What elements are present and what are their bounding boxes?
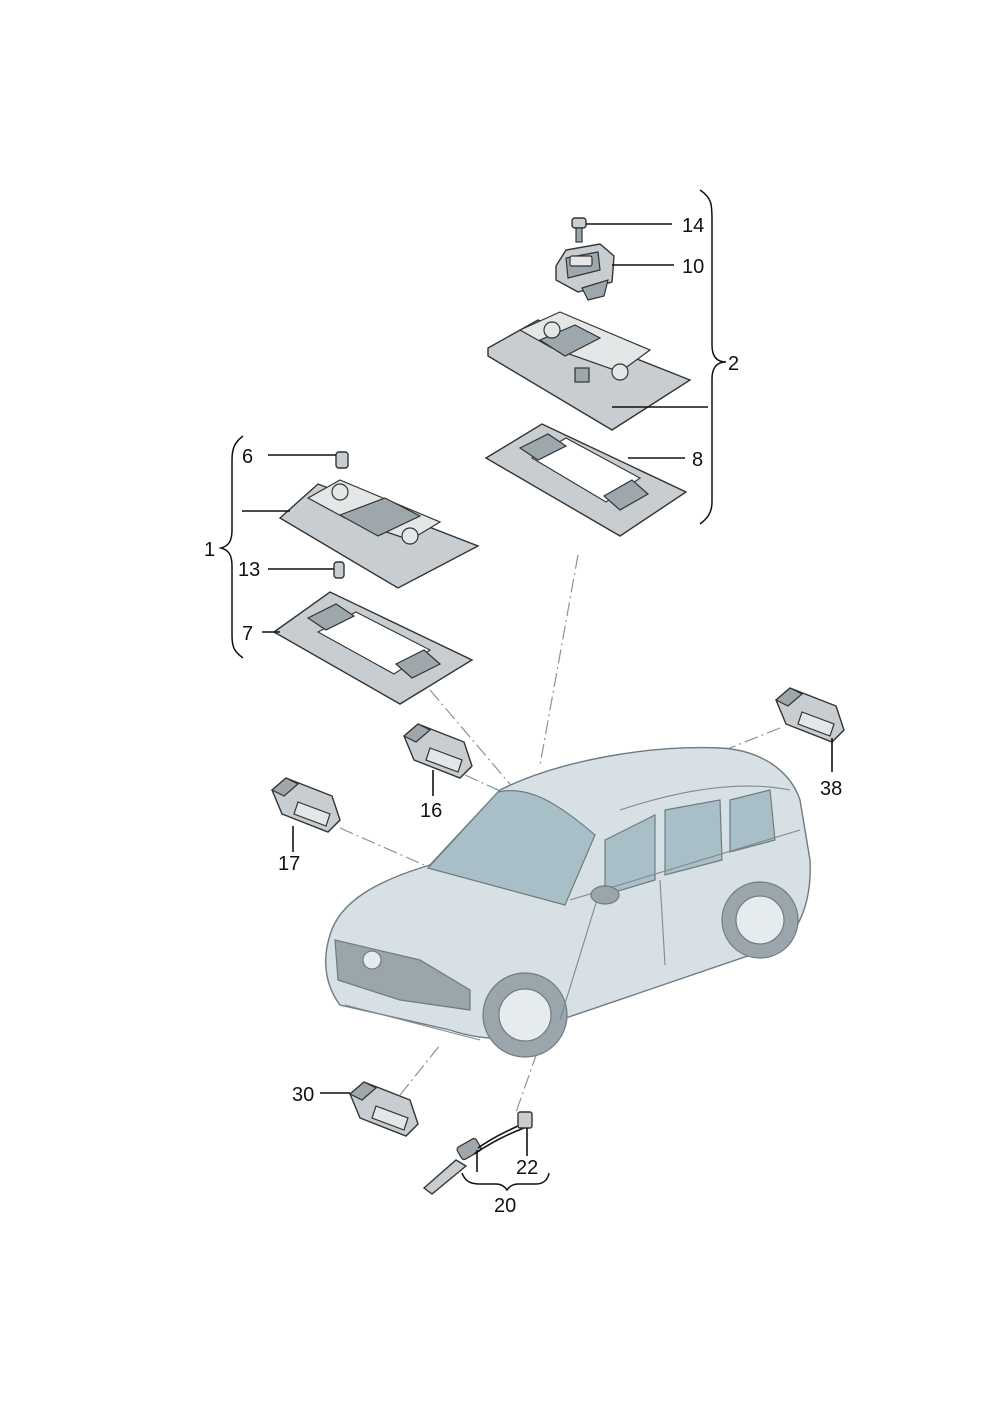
callout-16: 16 xyxy=(420,800,442,822)
part-17-lamp xyxy=(270,777,341,833)
leader-lines xyxy=(242,223,833,1172)
callout-2: 2 xyxy=(728,353,739,375)
part-20-wiring xyxy=(422,1111,533,1195)
part-30-lamp xyxy=(348,1081,419,1137)
callout-1: 1 xyxy=(204,539,215,561)
part-6-clip xyxy=(335,451,349,469)
callout-7: 7 xyxy=(242,623,253,645)
brace-2 xyxy=(699,189,727,525)
callout-6: 6 xyxy=(242,446,253,468)
part-1-housing xyxy=(278,479,480,589)
callout-38: 38 xyxy=(820,778,842,800)
callout-30: 30 xyxy=(292,1084,314,1106)
callout-labels: 14 10 2 8 6 1 13 7 16 38 17 30 22 20 xyxy=(204,215,842,1217)
callout-8: 8 xyxy=(692,449,703,471)
part-38-lamp xyxy=(774,687,845,743)
part-8-frame xyxy=(484,423,688,537)
callout-10: 10 xyxy=(682,256,704,278)
vehicle-illustration xyxy=(325,746,811,1058)
callout-14: 14 xyxy=(682,215,704,237)
part-14-screw xyxy=(571,217,587,243)
brace-1 xyxy=(218,435,244,659)
callout-22: 22 xyxy=(516,1157,538,1179)
callout-13: 13 xyxy=(238,559,260,581)
callout-17: 17 xyxy=(278,853,300,875)
part-16-lamp xyxy=(402,723,473,779)
part-7-frame xyxy=(272,591,474,705)
brace-20 xyxy=(461,1172,550,1192)
part-13-pin xyxy=(333,561,345,579)
callout-20: 20 xyxy=(494,1195,516,1217)
part-10-module xyxy=(555,243,615,301)
part-2-housing xyxy=(487,311,692,431)
